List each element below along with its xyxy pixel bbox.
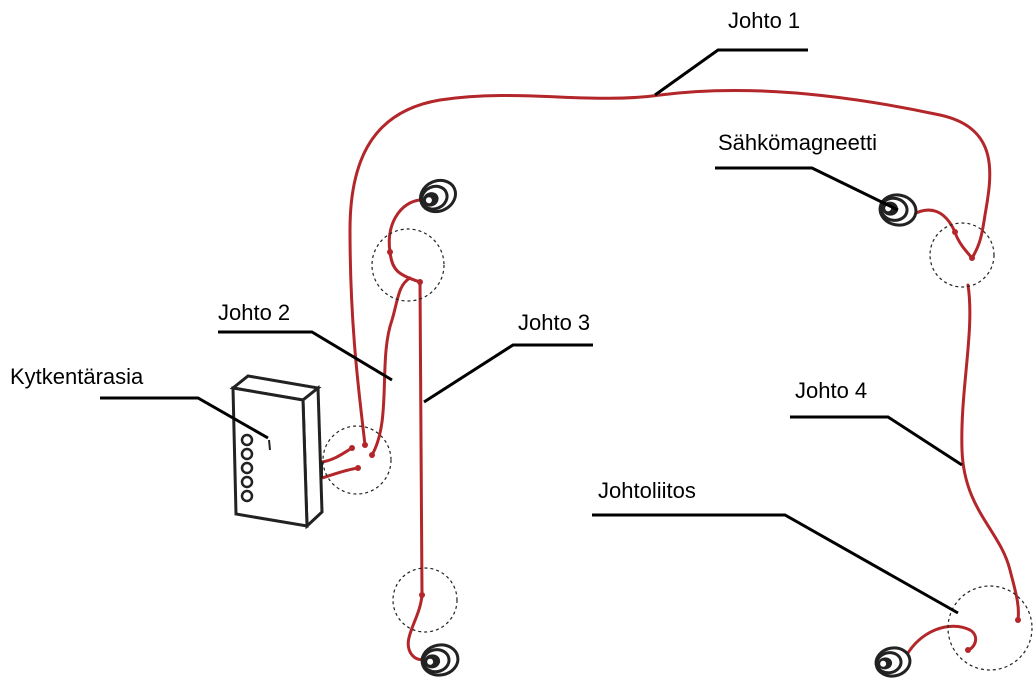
wire-1 bbox=[348, 89, 992, 447]
joint-pin bbox=[387, 249, 393, 255]
solenoid-icon bbox=[874, 646, 912, 678]
label-wire-joint: Johtoliitos bbox=[598, 478, 696, 503]
terminal-row bbox=[240, 433, 254, 503]
solenoid-icon bbox=[420, 643, 460, 677]
wire-joint-circle bbox=[947, 585, 1033, 671]
joint-pin bbox=[362, 442, 368, 448]
joint-pin bbox=[369, 452, 375, 458]
wire-solenoid-right bbox=[910, 208, 974, 260]
solenoid-icon bbox=[418, 178, 458, 214]
wire-junction-stub-2 bbox=[320, 466, 360, 480]
label-junction-box: Kytkentärasia bbox=[10, 364, 144, 389]
label-solenoid: Sähkömagneetti bbox=[718, 130, 877, 155]
leader-wire-4 bbox=[790, 415, 963, 467]
joints bbox=[322, 222, 1033, 671]
leader-lines bbox=[100, 48, 963, 615]
joint-pin bbox=[969, 255, 975, 261]
wires bbox=[320, 89, 1020, 662]
wire-3 bbox=[418, 280, 424, 597]
labels: Johto 1 Sähkömagneetti Johto 2 Johto 3 K… bbox=[10, 8, 877, 503]
joint-pin bbox=[965, 647, 971, 653]
leader-junction-box bbox=[100, 396, 269, 440]
joint-pin bbox=[349, 445, 355, 451]
wire-solenoid-upper-left bbox=[387, 198, 427, 254]
leader-wire-joint bbox=[592, 513, 959, 615]
label-wire-2: Johto 2 bbox=[218, 300, 290, 325]
leader-wire-1 bbox=[654, 48, 808, 97]
joint-pin bbox=[419, 592, 425, 598]
label-wire-3: Johto 3 bbox=[518, 310, 590, 335]
joint-pin bbox=[952, 229, 958, 235]
label-wire-4: Johto 4 bbox=[795, 378, 867, 403]
leader-solenoid bbox=[715, 166, 899, 212]
leader-wire-2 bbox=[218, 330, 393, 382]
label-wire-1: Johto 1 bbox=[728, 8, 800, 33]
wire-joint-upper-left-loop bbox=[388, 250, 422, 284]
joint-pin bbox=[1015, 617, 1021, 623]
joint-junction bbox=[322, 425, 392, 495]
wire-solenoid-bottom-right bbox=[903, 624, 978, 660]
joint-pin bbox=[417, 279, 423, 285]
leader-wire-3 bbox=[423, 343, 593, 404]
junction-box-icon bbox=[229, 374, 324, 530]
wire-junction-stub-1 bbox=[320, 446, 354, 464]
joint-right bbox=[929, 222, 995, 288]
wire-4 bbox=[960, 283, 1020, 622]
joint-pin bbox=[355, 465, 361, 471]
wire-2 bbox=[370, 276, 412, 457]
joint-upper-left bbox=[371, 228, 445, 302]
joint-lower-left bbox=[392, 567, 458, 633]
